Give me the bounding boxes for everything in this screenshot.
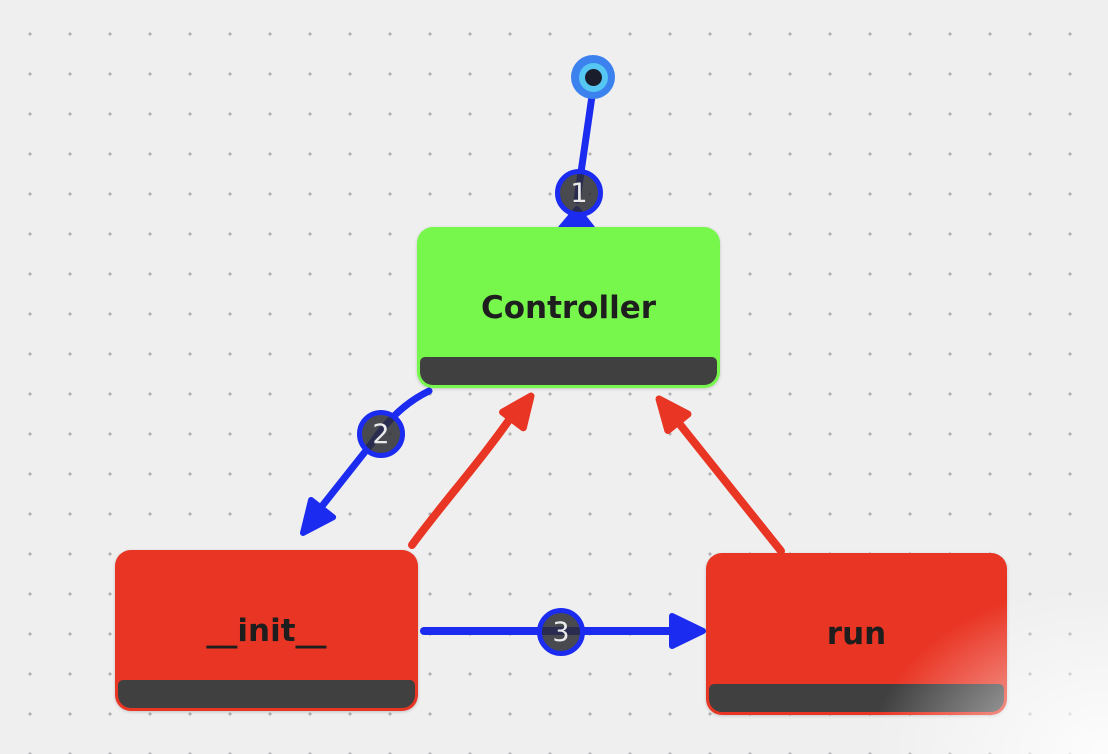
edge-controller-to-init[interactable]: [292, 387, 433, 542]
node-footer-bar: [709, 684, 1004, 712]
edge-order-badge-3[interactable]: 3: [537, 608, 585, 656]
initial-state-node[interactable]: [571, 55, 615, 99]
state-node-run[interactable]: run: [706, 553, 1007, 715]
node-label-init: __init__: [206, 612, 327, 649]
edge-order-badge-1[interactable]: 1: [555, 169, 603, 217]
state-node-init[interactable]: __init__: [115, 550, 418, 711]
edge-init-to-controller[interactable]: [408, 388, 541, 549]
node-footer-bar: [118, 680, 415, 708]
initial-state-ring: [578, 62, 608, 92]
state-node-controller[interactable]: Controller: [417, 227, 720, 388]
node-label-controller: Controller: [480, 289, 657, 326]
initial-state-dot: [584, 68, 602, 86]
node-label-run: run: [826, 616, 887, 652]
edge-run-to-controller[interactable]: [649, 391, 785, 555]
node-footer-bar: [420, 357, 717, 385]
edge-order-badge-2[interactable]: 2: [357, 410, 405, 458]
